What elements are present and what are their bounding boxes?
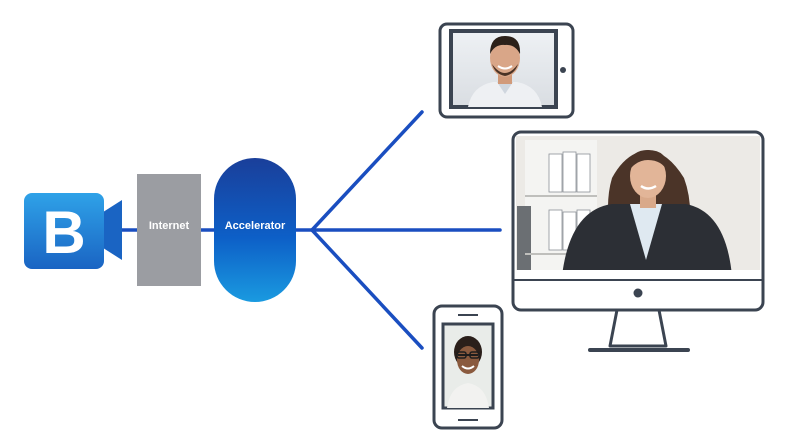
line-to-phone — [310, 228, 424, 350]
phone-device — [432, 304, 504, 430]
desktop-monitor-device — [511, 130, 765, 352]
tablet-screen-person-image — [449, 29, 558, 109]
accelerator-node: Accelerator — [214, 158, 296, 302]
phone-screen-person-image — [441, 322, 495, 410]
internet-label: Internet — [149, 220, 190, 232]
tablet-device — [438, 22, 575, 119]
logo-letter: B — [42, 199, 85, 266]
accelerator-label: Accelerator — [225, 220, 286, 232]
bluejeans-logo-icon: B — [24, 193, 122, 269]
line-to-tablet — [310, 110, 424, 232]
desktop-screen-person-image — [516, 136, 760, 277]
internet-node: Internet — [137, 174, 201, 286]
